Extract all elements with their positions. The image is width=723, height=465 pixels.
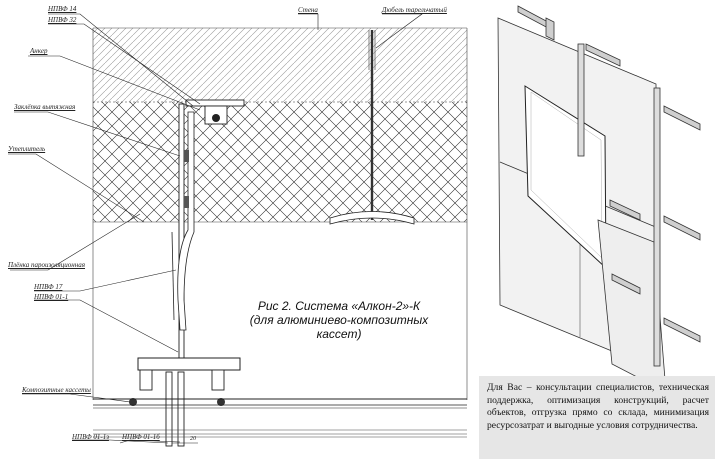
bracket-1	[517, 5, 549, 29]
label-npbf011: НПВФ 01-1	[34, 293, 69, 301]
label-npbf32: НПВФ 32	[48, 16, 77, 24]
leader-lines	[8, 13, 423, 444]
label-rivet: Заклёпка вытяжная	[14, 103, 76, 111]
info-box: Для Вас – консультации специалистов, тех…	[479, 376, 715, 459]
label-wall: Стена	[298, 6, 318, 14]
label-insulation: Утеплитель	[8, 145, 46, 153]
rail-vertical-2	[653, 87, 661, 367]
section-drawing	[8, 13, 468, 447]
label-npbf01lb: НПВФ 01-1б	[122, 433, 160, 441]
bracket-plate	[185, 99, 245, 107]
dimension-value: 20	[190, 436, 196, 442]
figure-caption: Рис 2. Система «Алкон-2»-К (для алюминие…	[244, 299, 434, 341]
isometric-illustration	[497, 5, 701, 393]
rail-vertical-1	[577, 43, 585, 157]
info-box-text: Для Вас – консультации специалистов, тех…	[487, 382, 709, 431]
label-composite-cassettes: Композитные кассеты	[22, 386, 91, 394]
cassette-profile	[137, 357, 241, 371]
rivet	[184, 150, 189, 162]
label-npbf14: НПВФ 14	[48, 5, 77, 13]
insulation-zone	[93, 102, 467, 222]
dowel-plate	[329, 211, 415, 225]
bracket-4	[663, 215, 701, 241]
caption-line: кассет)	[316, 327, 362, 341]
label-npbf17: НПВФ 17	[34, 283, 63, 291]
bracket-3	[663, 105, 701, 131]
bracket-2	[585, 43, 621, 67]
bracket-5	[663, 317, 701, 343]
label-npbf01lz: НПВФ 01-1з	[72, 433, 109, 441]
anchor-head	[212, 114, 220, 122]
caption-line: Рис 2. Система «Алкон-2»-К	[257, 299, 421, 313]
wall-zone	[93, 28, 467, 102]
caption-line: (для алюминиево-композитных	[249, 313, 429, 327]
label-vapor-film: Плёнка пароизоляционная	[8, 261, 86, 269]
bracket-profile	[177, 111, 195, 331]
label-anchor: Анкер	[30, 47, 48, 55]
label-dowel: Дюбель тарельчатый	[382, 6, 447, 14]
